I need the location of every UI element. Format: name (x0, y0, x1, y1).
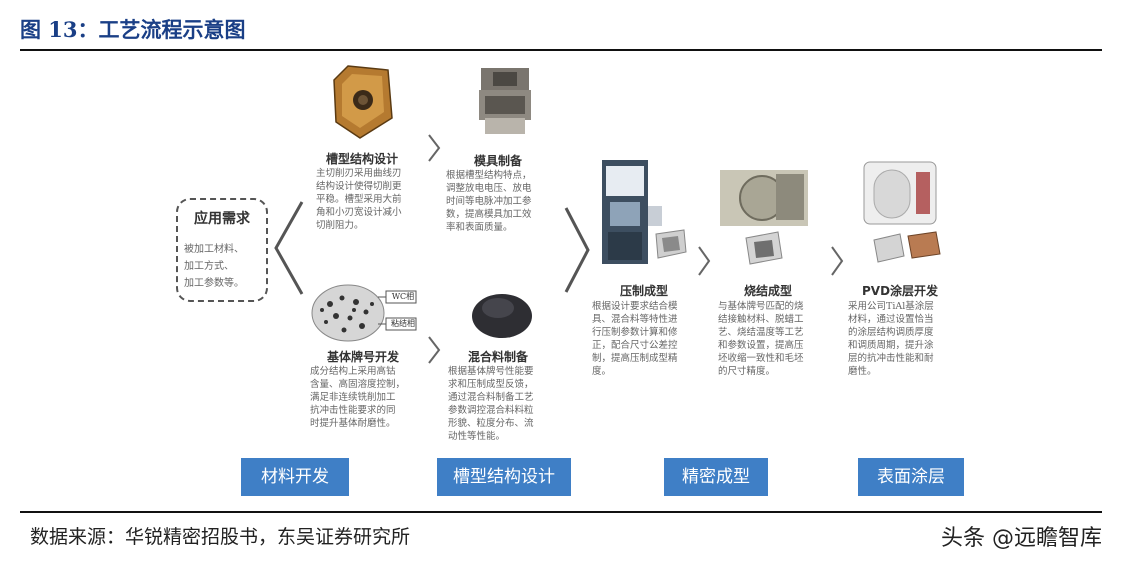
mold-image (479, 68, 531, 134)
step-title-press: 压制成型 (620, 284, 669, 298)
top-rule (20, 49, 1102, 51)
step-title-mold: 模具制备 (474, 154, 523, 168)
step-desc-pvd: 采用公司TiAl基涂层 材料，通过设置恰当 的涂层结构调质厚度 和调质周期，提升… (848, 301, 934, 377)
microstructure-image (311, 284, 417, 342)
pvd-coater-image (863, 161, 941, 263)
step-title-mix: 混合料制备 (468, 350, 529, 364)
press-machine-image (602, 160, 687, 264)
bottom-rule (20, 511, 1102, 513)
demand-box (176, 198, 268, 302)
chevron-right-icon (698, 246, 711, 276)
watermark: 头条 @远瞻智库 (941, 526, 1102, 551)
sintering-furnace-image (720, 170, 808, 265)
step-desc-groove: 主切削刃采用曲线刃 结构设计使得切削更 平稳。槽型采用大前 角和小刃宽设计减小 … (316, 168, 402, 231)
label-wc-phase: WC相 (391, 292, 415, 301)
source-note: 数据来源：华锐精密招股书，东吴证券研究所 (30, 526, 411, 548)
step-desc-sinter: 与基体牌号匹配的烧 结接触材料、脱蜡工 艺、烧结温度等工艺 和参数设置，提高压 … (718, 301, 804, 377)
stage-material-development: 材料开发 (241, 458, 349, 496)
large-chevron-right-icon (564, 207, 590, 293)
step-title-grade: 基体牌号开发 (327, 350, 400, 364)
step-desc-grade: 成分结构上采用高钴 含量、高固溶度控制， 满足非连续铣削加工 抗冲击性能要求的同… (310, 366, 406, 429)
chevron-right-icon (831, 246, 844, 276)
step-title-pvd: PVD涂层开发 (862, 284, 939, 298)
stage-groove-design: 槽型结构设计 (437, 458, 571, 496)
step-title-sinter: 烧结成型 (744, 284, 793, 298)
chevron-right-icon (428, 336, 441, 364)
stage-surface-coating: 表面涂层 (858, 458, 964, 496)
demand-item: 被加工材料、 (184, 244, 244, 255)
demand-item: 加工参数等。 (184, 278, 244, 289)
cutting-insert-image (333, 65, 393, 139)
demand-item: 加工方式、 (184, 261, 234, 272)
demand-title: 应用需求 (194, 211, 250, 227)
step-desc-press: 根据设计要求结合模 具、混合料等特性进 行压制参数计算和修 正，配合尺寸公差控 … (592, 301, 678, 377)
figure-title: 图 13：工艺流程示意图 (20, 17, 246, 42)
step-desc-mix: 根据基体牌号性能要 求和压制成型反馈， 通过混合料制备工艺 参数调控混合料料粒 … (448, 366, 534, 442)
chevron-right-icon (428, 134, 441, 162)
left-branch-bracket-icon (274, 201, 304, 295)
step-title-groove: 槽型结构设计 (326, 152, 399, 166)
step-desc-mold: 根据槽型结构特点， 调整放电电压、放电 时间等电脉冲加工参 数，提高模具加工效 … (446, 170, 532, 233)
label-binder-phase: 粘结相 (391, 319, 415, 328)
stage-precision-forming: 精密成型 (664, 458, 768, 496)
powder-pile-image (472, 294, 532, 338)
